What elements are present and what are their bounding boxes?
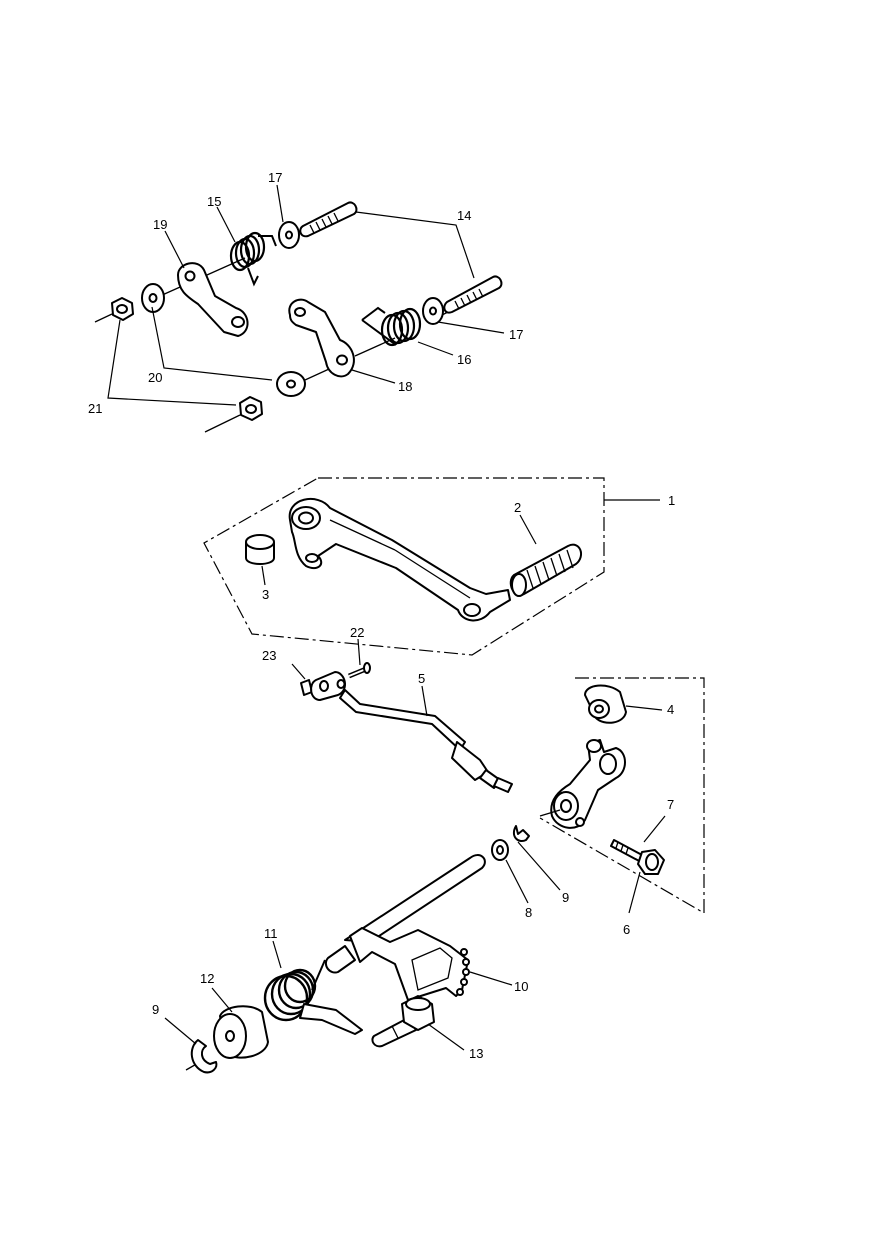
bush-sleeve <box>245 534 275 565</box>
threaded-pin-lower <box>443 275 503 314</box>
callout-2: 2 <box>514 500 521 515</box>
callout-7: 7 <box>667 797 674 812</box>
callout-3: 3 <box>262 587 269 602</box>
circlip-9-left <box>190 1039 218 1074</box>
rod-adjuster <box>451 741 513 793</box>
pedal-rubber <box>509 543 583 597</box>
return-spring <box>263 959 363 1035</box>
lever-arm-upper <box>177 262 249 337</box>
callout-21: 21 <box>88 401 102 416</box>
callout-14: 14 <box>457 208 471 223</box>
washer-17-upper <box>278 221 300 249</box>
callout-9-right: 9 <box>562 890 569 905</box>
selector-lever-assembly <box>491 677 705 915</box>
washer-upper <box>141 283 165 313</box>
callout-12: 12 <box>200 971 214 986</box>
link-rod <box>339 689 466 751</box>
callout-16: 16 <box>457 352 471 367</box>
callout-4: 4 <box>667 702 674 717</box>
upper-linkage-assembly <box>94 184 505 433</box>
bush-4 <box>584 684 627 724</box>
washer-8 <box>491 839 509 861</box>
rod-end-clevis <box>310 671 346 701</box>
callout-10: 10 <box>514 979 528 994</box>
callout-8: 8 <box>525 905 532 920</box>
callout-18: 18 <box>398 379 412 394</box>
callout-6: 6 <box>623 922 630 937</box>
callout-17-lower: 17 <box>509 327 523 342</box>
lever-arm-lower <box>288 298 355 378</box>
assembly-boundary-1 <box>203 477 605 656</box>
callout-9-left: 9 <box>152 1002 159 1017</box>
callout-23: 23 <box>262 648 276 663</box>
callout-1: 1 <box>668 493 675 508</box>
bolt-7 <box>610 839 665 875</box>
pedal-assembly <box>203 477 660 656</box>
callout-22: 22 <box>350 625 364 640</box>
bush-12 <box>213 1005 269 1059</box>
callout-20: 20 <box>148 370 162 385</box>
torsion-spring-lower <box>361 306 422 347</box>
nut-lower <box>239 396 263 421</box>
nut-upper <box>111 297 134 321</box>
callout-15: 15 <box>207 194 221 209</box>
circlip-9-right <box>512 825 530 842</box>
threaded-pin-upper <box>299 201 358 238</box>
washer-lower <box>276 371 306 397</box>
selector-arm <box>550 739 626 829</box>
gear-pedal-lever <box>288 498 511 622</box>
stud-13 <box>371 995 435 1048</box>
selector-quadrant <box>349 927 470 1001</box>
torsion-spring-upper <box>229 231 277 287</box>
callout-11: 11 <box>264 926 278 941</box>
assembly-boundary-4 <box>539 677 705 915</box>
selector-shaft <box>344 854 486 943</box>
callout-labels: 1 2 3 4 5 6 7 8 9 9 10 11 12 13 14 15 16… <box>88 170 675 1061</box>
bolt-22 <box>348 662 371 679</box>
callout-19: 19 <box>153 217 167 232</box>
selector-shaft-assembly <box>164 809 561 1074</box>
callout-5: 5 <box>418 671 425 686</box>
callout-17-upper: 17 <box>268 170 282 185</box>
callout-13: 13 <box>469 1046 483 1061</box>
link-rod-assembly <box>291 638 513 793</box>
washer-17-lower <box>422 297 444 325</box>
